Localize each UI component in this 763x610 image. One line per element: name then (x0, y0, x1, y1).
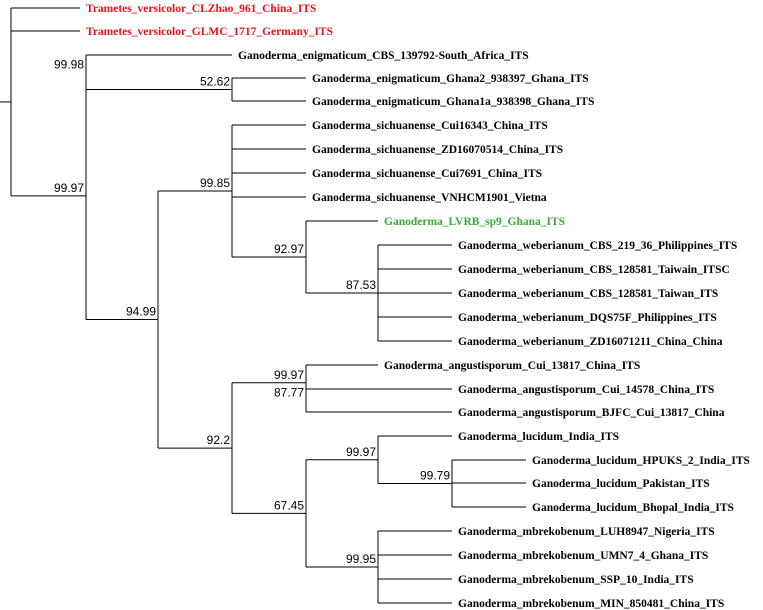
tip-label: Ganoderma_weberianum_CBS_219_36_Philippi… (458, 240, 737, 252)
tip-label: Ganoderma_weberianum_CBS_128581_Taiwain_… (458, 264, 730, 276)
support-value: 52.62 (200, 75, 230, 89)
support-value: 99.98 (54, 57, 84, 71)
support-value: 99.97 (54, 181, 84, 195)
tip-label: Ganoderma_angustisporum_Cui_13817_China_… (384, 360, 640, 372)
tip-label: Ganoderma_mbrekobenum_UMN7_4_Ghana_ITS (458, 550, 708, 562)
tip-label: Ganoderma_enigmaticum_CBS_139792-South_A… (238, 50, 529, 62)
tip-label: Ganoderma_mbrekobenum_SSP_10_India_ITS (458, 574, 694, 586)
support-value: 94.99 (126, 305, 156, 319)
tip-label: Ganoderma_weberianum_DQS75F_Philippines_… (458, 312, 717, 324)
tip-label: Ganoderma_angustisporum_BJFC_Cui_13817_C… (458, 407, 725, 419)
tree-branches (0, 7, 526, 604)
tip-label: Ganoderma_sichuanense_ZD16070514_China_I… (312, 144, 563, 156)
support-value: 87.53 (346, 278, 376, 292)
tip-label: Ganoderma_lucidum_HPUKS_2_India_ITS (532, 455, 750, 467)
tip-label: Trametes_versicolor_GLMC_1717_Germany_IT… (86, 26, 333, 38)
tip-label: Ganoderma_lucidum_Bhopal_India_ITS (532, 502, 734, 514)
tip-labels: Trametes_versicolor_CLZhao_961_China_ITS… (86, 3, 750, 610)
tip-label: Ganoderma_angustisporum_Cui_14578_China_… (458, 384, 714, 396)
tip-label: Ganoderma_sichuanense_Cui7691_China_ITS (312, 168, 542, 180)
tip-label: Ganoderma_enigmaticum_Ghana1a_938398_Gha… (312, 96, 594, 108)
support-value: 99.95 (346, 552, 376, 566)
tip-label: Ganoderma_lucidum_India_ITS (458, 431, 619, 443)
support-value: 99.79 (420, 469, 450, 483)
tip-label: Ganoderma_sichuanense_VNHCM1901_Vietna (312, 192, 547, 204)
tip-label: Ganoderma_enigmaticum_Ghana2_938397_Ghan… (312, 73, 589, 85)
tip-label: Ganoderma_LVRB_sp9_Ghana_ITS (384, 216, 565, 228)
support-value: 87.77 (274, 386, 304, 400)
support-value: 92.2 (207, 433, 231, 447)
support-value: 99.97 (274, 368, 304, 382)
tip-label: Trametes_versicolor_CLZhao_961_China_ITS (86, 3, 316, 15)
support-values: 52.62 99.98 87.53 92.97 99.85 87.77 99.97 99.79… (54, 57, 450, 566)
tip-label: Ganoderma_mbrekobenum_LUH8947_Nigeria_IT… (458, 526, 715, 538)
tip-label: Ganoderma_lucidum_Pakistan_ITS (532, 478, 710, 490)
tip-label: Ganoderma_weberianum_ZD16071211_China_Ch… (458, 336, 723, 348)
support-value: 99.85 (200, 176, 230, 190)
tip-label: Ganoderma_sichuanense_Cui16343_China_ITS (312, 120, 548, 132)
tip-label: Ganoderma_mbrekobenum_MIN_850481_China_I… (458, 598, 724, 610)
support-value: 92.97 (274, 242, 304, 256)
support-value: 67.45 (274, 498, 304, 512)
tip-label: Ganoderma_weberianum_CBS_128581_Taiwan_I… (458, 288, 718, 300)
support-value: 99.97 (346, 445, 376, 459)
